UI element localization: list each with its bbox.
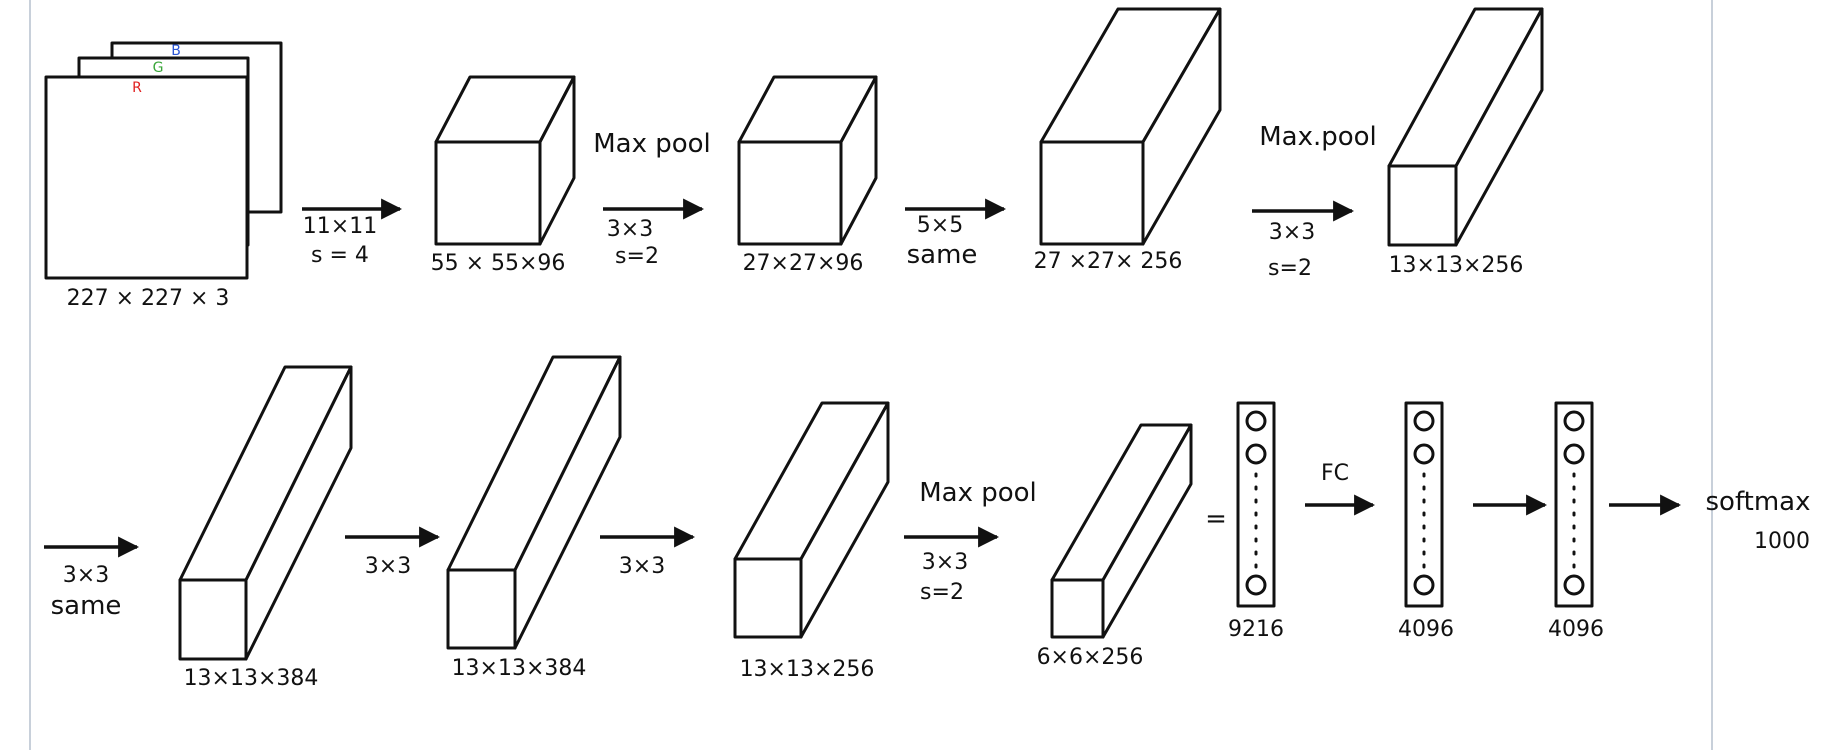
neuron-circle — [1563, 574, 1585, 596]
conv3-output-label: 13×13×384 — [184, 666, 319, 691]
input-size-label: 227 × 227 × 3 — [67, 286, 230, 311]
conv3-kernel-label: 3×3 — [63, 563, 109, 588]
conv2-padding-label: same — [907, 240, 978, 270]
pool2-output-volume — [1387, 7, 1544, 247]
conv1-output-volume — [434, 75, 576, 246]
fc2-units-label: 4096 — [1548, 617, 1604, 642]
softmax-label: softmax — [1706, 487, 1811, 517]
fc1-units-label: 4096 — [1398, 617, 1454, 642]
neuron-circle — [1413, 443, 1435, 465]
neuron-circle — [1563, 410, 1585, 432]
fc-label: FC — [1321, 461, 1349, 486]
pool1-stride-label: s=2 — [615, 244, 659, 269]
neuron-circle — [1245, 574, 1267, 596]
conv2-output-label: 27 ×27× 256 — [1034, 249, 1183, 274]
pool1-kernel-label: 3×3 — [607, 217, 653, 242]
conv4-output-label: 13×13×384 — [452, 656, 587, 681]
conv1-output-label: 55 × 55×96 — [431, 251, 566, 276]
conv2-output-volume — [1039, 7, 1222, 246]
channel-g-label: G — [153, 60, 164, 76]
pool1-title: Max pool — [593, 129, 711, 159]
conv4-output-volume — [446, 355, 622, 650]
input-image-stack: B G R — [44, 41, 283, 280]
fc2-vector — [1554, 401, 1594, 608]
flatten-vector — [1236, 401, 1276, 608]
pool3-kernel-label: 3×3 — [922, 550, 968, 575]
neuron-circle — [1413, 574, 1435, 596]
conv5-output-label: 13×13×256 — [740, 657, 875, 682]
pool2-output-label: 13×13×256 — [1389, 253, 1524, 278]
conv1-kernel-label: 11×11 — [303, 214, 377, 239]
conv5-kernel-label: 3×3 — [619, 554, 665, 579]
conv2-kernel-label: 5×5 — [917, 213, 963, 238]
pool2-title: Max.pool — [1259, 122, 1377, 152]
pool2-kernel-label: 3×3 — [1269, 220, 1315, 245]
neuron-circle — [1413, 410, 1435, 432]
channel-r-label: R — [132, 80, 142, 96]
pool3-output-volume — [1050, 423, 1193, 639]
neuron-circle — [1245, 410, 1267, 432]
pool2-stride-label: s=2 — [1268, 256, 1312, 281]
pool1-output-label: 27×27×96 — [743, 251, 864, 276]
conv3-padding-label: same — [51, 591, 122, 621]
conv1-stride-label: s = 4 — [311, 243, 369, 268]
neuron-circle — [1563, 443, 1585, 465]
equals-sign: = — [1205, 504, 1227, 534]
pool3-stride-label: s=2 — [920, 580, 964, 605]
conv3-output-volume — [178, 365, 353, 661]
pool3-output-label: 6×6×256 — [1037, 645, 1144, 670]
pool1-output-volume — [737, 75, 878, 246]
fc1-vector — [1404, 401, 1444, 608]
softmax-units-label: 1000 — [1754, 529, 1810, 554]
pool3-title: Max pool — [919, 478, 1037, 508]
channel-b-label: B — [171, 43, 181, 59]
conv4-kernel-label: 3×3 — [365, 554, 411, 579]
conv5-output-volume — [733, 401, 890, 639]
neuron-circle — [1245, 443, 1267, 465]
flatten-units-label: 9216 — [1228, 617, 1284, 642]
